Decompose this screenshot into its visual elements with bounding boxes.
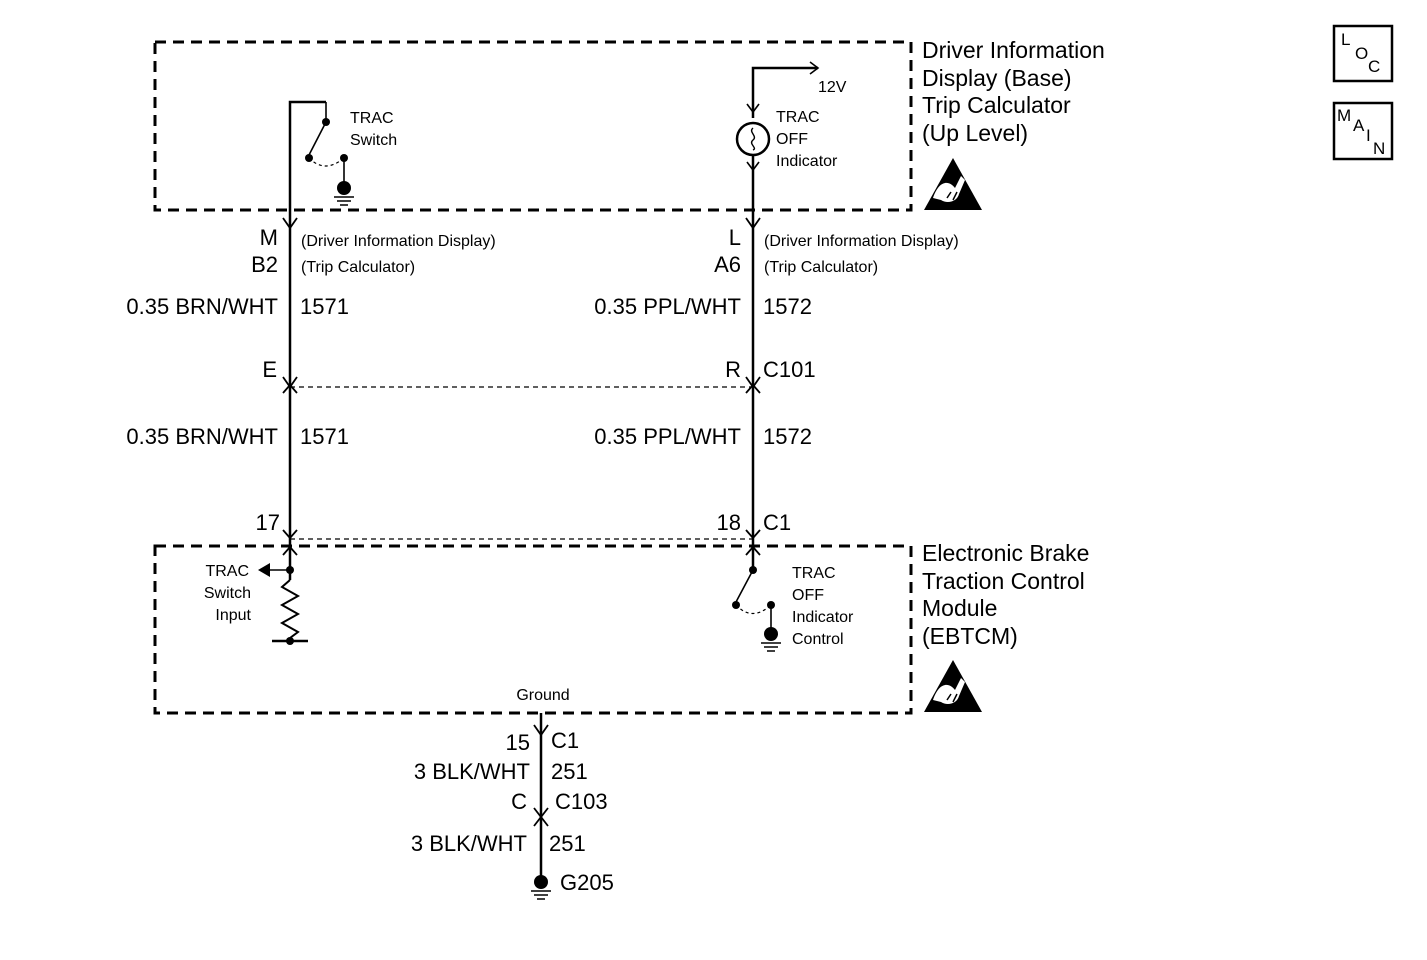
- svg-text:(Up Level): (Up Level): [922, 120, 1028, 146]
- right-wire-upper-color: 0.35 PPL/WHT: [594, 294, 741, 319]
- svg-text:(Driver Information Display): (Driver Information Display): [301, 233, 496, 250]
- ground-wire-upper-circuit: 251: [551, 759, 588, 784]
- svg-text:(EBTCM): (EBTCM): [922, 623, 1018, 649]
- svg-text:Driver Information: Driver Information: [922, 37, 1105, 63]
- svg-text:12V: 12V: [818, 79, 847, 96]
- left-wire-upper-circuit: 1571: [300, 294, 349, 319]
- ebtcm-module-outline: [153, 544, 913, 715]
- trac-switch: TRAC Switch: [288, 100, 397, 210]
- svg-text:TRAC: TRAC: [205, 563, 249, 580]
- main-letter-n: N: [1373, 139, 1385, 158]
- trac-off-indicator: 12V TRAC OFF Indicator: [735, 61, 847, 210]
- svg-text:Switch: Switch: [350, 132, 397, 149]
- ground-wire-upper-color: 3 BLK/WHT: [414, 759, 530, 784]
- svg-text:Traction Control: Traction Control: [922, 568, 1085, 594]
- left-ebtcm-pin: 17: [256, 510, 280, 535]
- ebtcm-title: Electronic Brake Traction Control Module…: [922, 540, 1089, 649]
- left-wire-upper-color: 0.35 BRN/WHT: [126, 294, 278, 319]
- left-pin-m: M: [260, 225, 278, 250]
- loc-letter-o: O: [1355, 44, 1368, 63]
- esd-warning-icon-2: [923, 659, 983, 713]
- svg-text:Display (Base): Display (Base): [922, 65, 1072, 91]
- left-pin-b2: B2: [251, 252, 278, 277]
- c101-label: C101: [763, 357, 816, 382]
- svg-text:Input: Input: [215, 607, 251, 624]
- svg-text:(Trip Calculator): (Trip Calculator): [764, 259, 878, 276]
- c103-label: C103: [555, 789, 608, 814]
- svg-text:Trip Calculator: Trip Calculator: [922, 92, 1071, 118]
- left-circuit: M B2 (Driver Information Display) (Trip …: [126, 210, 496, 545]
- right-pin-a6: A6: [714, 252, 741, 277]
- ebtcm-connector-c1: C1: [763, 510, 791, 535]
- left-c101-pin: E: [262, 357, 277, 382]
- main-letter-a: A: [1353, 116, 1365, 135]
- right-c101-pin: R: [725, 357, 741, 382]
- right-ebtcm-pin: 18: [717, 510, 741, 535]
- main-letter-i: I: [1366, 126, 1371, 145]
- left-wire-lower-color: 0.35 BRN/WHT: [126, 424, 278, 449]
- svg-text:(Trip Calculator): (Trip Calculator): [301, 259, 415, 276]
- main-letter-m: M: [1337, 106, 1351, 125]
- esd-warning-icon: [923, 157, 983, 211]
- left-wire-lower-circuit: 1571: [300, 424, 349, 449]
- right-wire-lower-circuit: 1572: [763, 424, 812, 449]
- svg-text:OFF: OFF: [776, 131, 808, 148]
- trac-switch-input: TRAC Switch Input: [204, 545, 308, 645]
- right-wire-upper-circuit: 1572: [763, 294, 812, 319]
- svg-text:TRAC: TRAC: [792, 565, 836, 582]
- ground-connector: C1: [551, 728, 579, 753]
- loc-button[interactable]: L O C: [1332, 24, 1394, 83]
- right-circuit: L A6 (Driver Information Display) (Trip …: [594, 210, 959, 545]
- svg-text:(Driver Information Display): (Driver Information Display): [764, 233, 959, 250]
- svg-text:Module: Module: [922, 595, 997, 621]
- svg-text:Indicator: Indicator: [776, 153, 838, 170]
- ground-label: Ground: [516, 687, 569, 704]
- svg-text:TRAC: TRAC: [350, 110, 394, 127]
- svg-text:Switch: Switch: [204, 585, 251, 602]
- svg-text:Electronic Brake: Electronic Brake: [922, 540, 1089, 566]
- ground-pin: 15: [506, 730, 530, 755]
- trac-off-indicator-control: TRAC OFF Indicator Control: [732, 545, 854, 652]
- svg-text:Control: Control: [792, 631, 844, 648]
- svg-text:Indicator: Indicator: [792, 609, 854, 626]
- ground-circuit: 15 C1 3 BLK/WHT 251 C C103 3 BLK/WHT 251…: [411, 713, 614, 900]
- loc-letter-l: L: [1341, 30, 1350, 49]
- top-module-outline: [153, 40, 913, 212]
- right-wire-lower-color: 0.35 PPL/WHT: [594, 424, 741, 449]
- right-pin-l: L: [729, 225, 741, 250]
- ground-g205: G205: [560, 870, 614, 895]
- ground-wire-lower-circuit: 251: [549, 831, 586, 856]
- top-module-title: Driver Information Display (Base) Trip C…: [922, 37, 1105, 146]
- loc-letter-c: C: [1368, 57, 1380, 76]
- svg-text:OFF: OFF: [792, 587, 824, 604]
- ground-wire-lower-color: 3 BLK/WHT: [411, 831, 527, 856]
- main-button[interactable]: M A I N: [1332, 101, 1394, 161]
- c103-pin: C: [511, 789, 527, 814]
- svg-text:TRAC: TRAC: [776, 109, 820, 126]
